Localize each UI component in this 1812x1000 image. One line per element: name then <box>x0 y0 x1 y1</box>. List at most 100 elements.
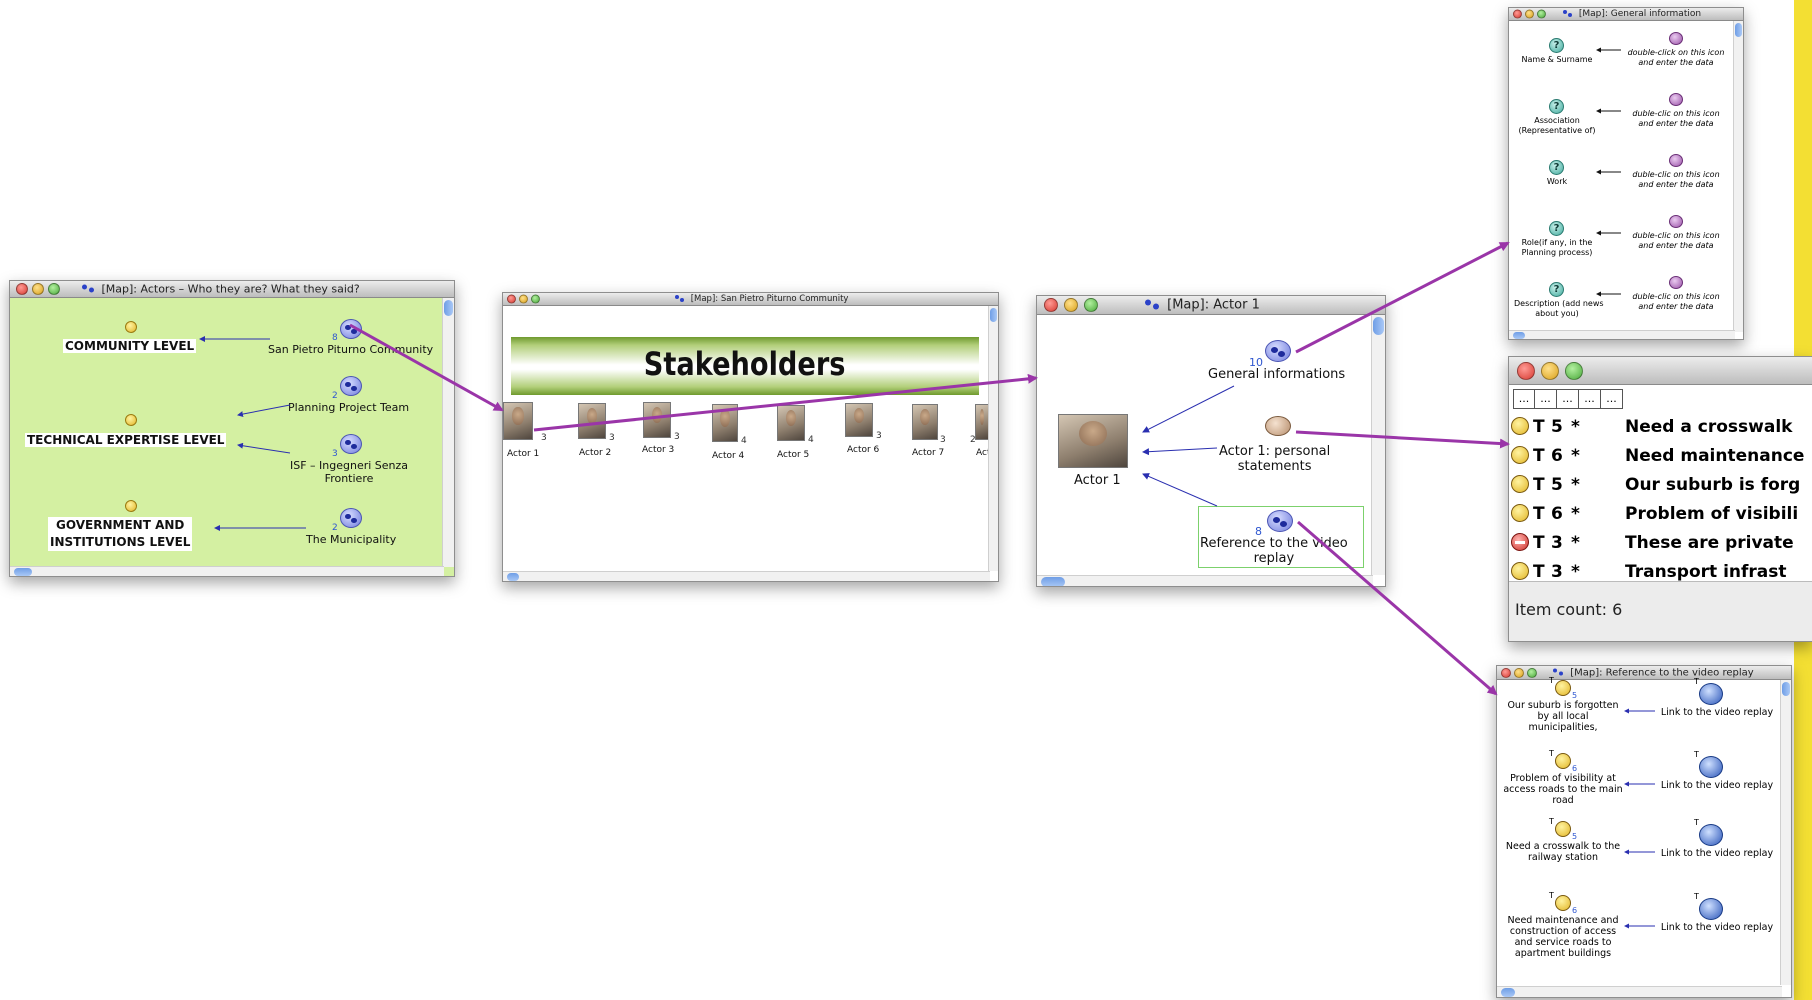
stakeholders-banner[interactable]: Stakeholders <box>511 337 979 395</box>
scroll-thumb[interactable] <box>990 308 997 322</box>
minimize-dot-icon[interactable] <box>1514 667 1524 678</box>
horizontal-scrollbar[interactable] <box>503 571 990 581</box>
minimize-dot-icon[interactable] <box>1541 361 1559 380</box>
scroll-thumb[interactable] <box>1513 332 1525 339</box>
horizontal-scrollbar[interactable] <box>10 566 444 576</box>
map-label[interactable]: San Pietro Piturno Community <box>268 343 434 356</box>
vertical-scrollbar[interactable] <box>1371 315 1385 575</box>
close-dot-icon[interactable] <box>1501 667 1511 678</box>
close-dot-icon[interactable] <box>1513 9 1522 19</box>
level-label[interactable]: COMMUNITY LEVEL <box>63 339 197 353</box>
idea-icon[interactable] <box>1555 895 1571 911</box>
actor-label[interactable]: Actor 6 <box>847 445 880 455</box>
level-label[interactable]: GOVERNMENT AND INSTITUTIONS LEVEL <box>48 517 193 551</box>
list-icon[interactable] <box>1265 416 1291 436</box>
actor-photo[interactable] <box>845 403 873 437</box>
actor1-photo[interactable] <box>1058 414 1128 468</box>
scroll-thumb[interactable] <box>1041 577 1065 586</box>
column-header-cell[interactable]: ... <box>1535 389 1557 409</box>
idea-icon[interactable] <box>1555 680 1571 696</box>
edit-icon[interactable] <box>1669 276 1683 289</box>
vertical-scrollbar[interactable] <box>1733 21 1743 332</box>
video-titlebar[interactable]: [Map]: Reference to the video replay <box>1497 666 1791 680</box>
actor-label[interactable]: Actor 7 <box>912 448 945 458</box>
statement-text[interactable]: Our suburb is forgotten by all local mun… <box>1507 700 1619 733</box>
column-header-cell[interactable]: ... <box>1513 389 1535 409</box>
edit-icon[interactable] <box>1669 154 1683 167</box>
video-link-label[interactable]: Link to the video replay <box>1660 922 1774 933</box>
statements-label[interactable]: Actor 1: personal statements <box>1219 444 1331 474</box>
zoom-dot-icon[interactable] <box>1527 667 1537 678</box>
field-label[interactable]: Role(if any, in the Planning process) <box>1521 238 1593 257</box>
actor-photo[interactable] <box>578 403 606 439</box>
actor-label[interactable]: Actor 4 <box>712 451 745 461</box>
idea-icon[interactable] <box>1555 821 1571 837</box>
question-icon[interactable]: ? <box>1549 282 1564 297</box>
actor-photo[interactable] <box>975 404 989 440</box>
minimize-dot-icon[interactable] <box>519 294 528 304</box>
statement-text[interactable]: Problem of visibility at access roads to… <box>1503 773 1623 806</box>
minimize-dot-icon[interactable] <box>1064 298 1078 312</box>
actor-label[interactable]: Actor 2 <box>579 448 612 458</box>
idea-icon[interactable] <box>125 321 137 333</box>
column-header-cell[interactable]: ... <box>1579 389 1601 409</box>
community-titlebar[interactable]: [Map]: San Pietro Piturno Community <box>503 293 998 306</box>
map-icon[interactable] <box>1267 510 1293 532</box>
video-link-label[interactable]: Link to the video replay <box>1660 780 1774 791</box>
general-info-titlebar[interactable]: [Map]: General information <box>1509 8 1743 21</box>
map-label[interactable]: The Municipality <box>306 533 397 546</box>
field-label[interactable]: Description (add news about you) <box>1514 299 1604 318</box>
column-header-cell[interactable]: ... <box>1557 389 1579 409</box>
map-label[interactable]: Planning Project Team <box>288 401 410 414</box>
web-link-icon[interactable] <box>1699 824 1723 846</box>
web-link-icon[interactable] <box>1699 898 1723 920</box>
zoom-dot-icon[interactable] <box>531 294 540 304</box>
minimize-dot-icon[interactable] <box>32 283 44 295</box>
map-icon[interactable] <box>340 376 362 396</box>
list-titlebar[interactable] <box>1509 357 1812 385</box>
actor-label[interactable]: Actor 3 <box>642 445 675 455</box>
web-link-icon[interactable] <box>1699 756 1723 778</box>
actor-photo[interactable] <box>712 404 738 442</box>
question-icon[interactable]: ? <box>1549 99 1564 114</box>
actor-photo[interactable] <box>912 404 938 440</box>
idea-icon[interactable] <box>125 500 137 512</box>
scroll-thumb[interactable] <box>1501 988 1515 997</box>
actor1-label[interactable]: Actor 1 <box>1074 473 1121 488</box>
horizontal-scrollbar[interactable] <box>1497 986 1782 997</box>
actors-titlebar[interactable]: [Map]: Actors – Who they are? What they … <box>10 281 454 298</box>
scroll-thumb[interactable] <box>1373 317 1384 335</box>
idea-icon[interactable] <box>1511 475 1529 493</box>
vertical-scrollbar[interactable] <box>1780 680 1791 985</box>
statement-text[interactable]: Need maintenance and construction of acc… <box>1507 915 1619 959</box>
map-icon[interactable] <box>1265 340 1291 362</box>
field-label[interactable]: Name & Surname <box>1521 55 1593 64</box>
edit-icon[interactable] <box>1669 215 1683 228</box>
scroll-thumb[interactable] <box>444 300 453 316</box>
general-info-label[interactable]: General informations <box>1208 367 1346 382</box>
scroll-thumb[interactable] <box>1782 682 1790 696</box>
column-header-cell[interactable]: ... <box>1601 389 1623 409</box>
actor-label[interactable]: Acto <box>976 448 996 458</box>
idea-icon[interactable] <box>1511 562 1529 580</box>
map-icon[interactable] <box>340 508 362 528</box>
scroll-thumb[interactable] <box>507 573 519 581</box>
idea-icon[interactable] <box>1555 753 1571 769</box>
close-dot-icon[interactable] <box>1517 361 1535 380</box>
close-dot-icon[interactable] <box>507 294 516 304</box>
minimize-dot-icon[interactable] <box>1525 9 1534 19</box>
map-icon[interactable] <box>340 434 362 454</box>
close-dot-icon[interactable] <box>1044 298 1058 312</box>
idea-icon[interactable] <box>1511 504 1529 522</box>
web-link-icon[interactable] <box>1699 683 1723 705</box>
reference-label[interactable]: Reference to the video replay <box>1200 536 1348 566</box>
scroll-thumb[interactable] <box>14 568 32 576</box>
close-dot-icon[interactable] <box>16 283 28 295</box>
field-label[interactable]: Association (Representative of) <box>1518 116 1596 135</box>
vertical-scrollbar[interactable] <box>442 298 454 567</box>
map-label[interactable]: ISF – Ingegneri Senza Frontiere <box>290 459 409 485</box>
zoom-dot-icon[interactable] <box>1084 298 1098 312</box>
con-icon[interactable] <box>1511 533 1529 551</box>
zoom-dot-icon[interactable] <box>1537 9 1546 19</box>
idea-icon[interactable] <box>1511 446 1529 464</box>
